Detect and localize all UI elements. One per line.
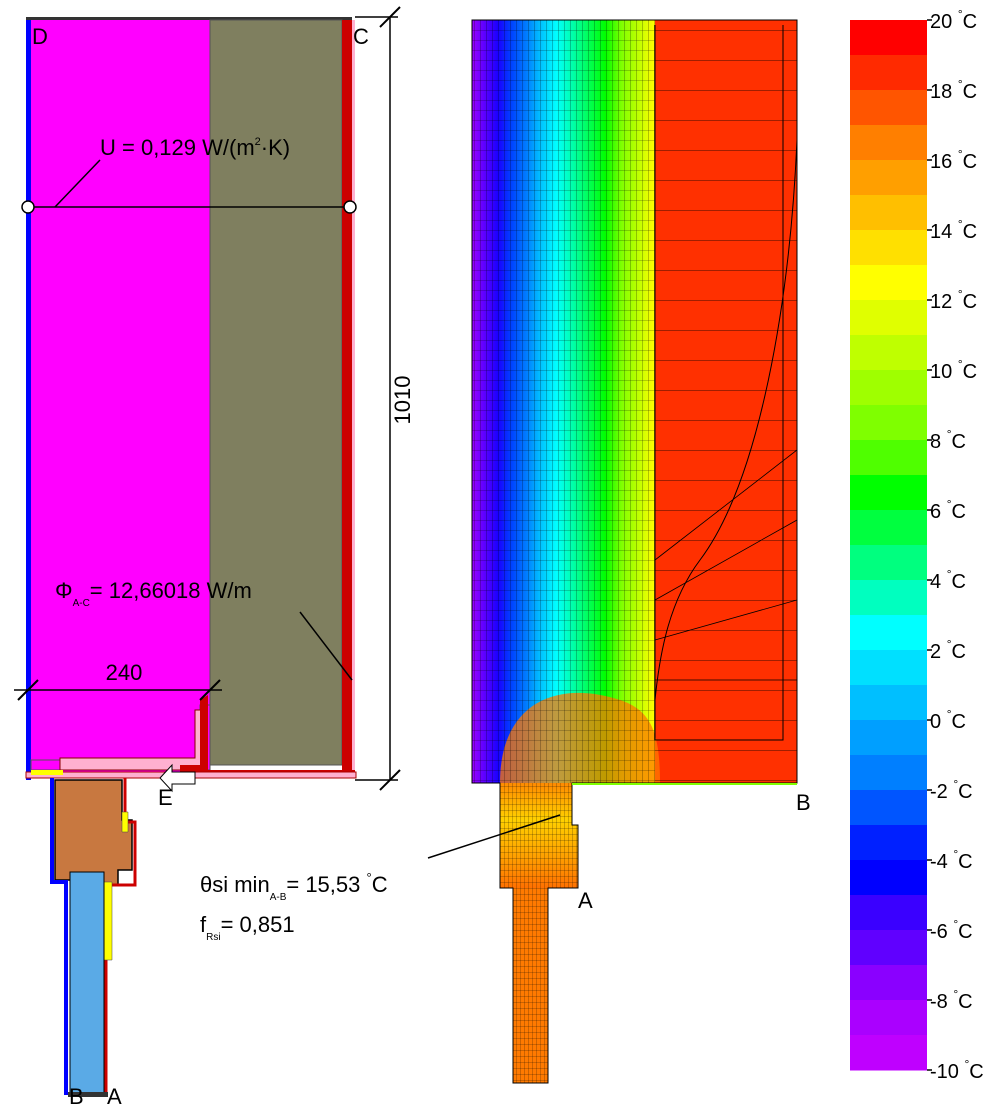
mesh-frame xyxy=(500,783,578,1083)
legend-band xyxy=(850,825,927,861)
legend-band xyxy=(850,685,927,721)
u-leader xyxy=(54,159,101,208)
legend-band xyxy=(850,265,927,301)
legend-band xyxy=(850,370,927,406)
legend-tick-label: -2 °C xyxy=(930,777,973,803)
legend-band xyxy=(850,90,927,126)
legend-band xyxy=(850,1000,927,1036)
label-A-left: A xyxy=(107,1084,122,1108)
flux-leader xyxy=(299,611,353,681)
inner-plaster xyxy=(342,20,352,778)
isotherm-curve-4 xyxy=(654,599,797,641)
legend-band xyxy=(850,965,927,1001)
frsi-label: fRsi= 0,851 xyxy=(200,912,295,943)
dim-width-label: 240 xyxy=(106,660,143,685)
legend-band xyxy=(850,720,927,756)
legend-band xyxy=(850,230,927,266)
legend-tick-label: 6 °C xyxy=(930,497,966,523)
legend-band xyxy=(850,790,927,826)
legend-band xyxy=(850,545,927,581)
legend-tick-label: 10 °C xyxy=(930,357,977,383)
u-value-label: U = 0,129 W/(m2·K) xyxy=(100,135,290,160)
legend-tick-label: -10 °C xyxy=(930,1057,984,1083)
legend-band xyxy=(850,440,927,476)
legend-tick-label: 18 °C xyxy=(930,77,977,103)
legend-tick-label: -4 °C xyxy=(930,847,973,873)
label-A-right: A xyxy=(578,888,593,913)
label-C: C xyxy=(353,24,369,49)
legend-tick-label: 2 °C xyxy=(930,637,966,663)
legend-band xyxy=(850,510,927,546)
flux-label: ΦA-C= 12,66018 W/m xyxy=(55,578,252,609)
glazing xyxy=(69,871,105,1095)
window-frame xyxy=(54,779,133,886)
cold-edge xyxy=(26,20,31,780)
thermal-field: B A θsi minA-B= 15,53 °C fRsi= 0,851 xyxy=(200,19,811,1084)
legend-band xyxy=(850,615,927,651)
legend-band xyxy=(850,405,927,441)
masonry-layer xyxy=(209,19,343,766)
legend-band xyxy=(850,1035,927,1071)
dim-height-tick-top xyxy=(379,6,401,28)
heat-flow-arrow xyxy=(159,763,196,793)
temperature-legend: 20 °C 18 °C 16 °C 14 °C 12 °C 10 °C 8 °C 6 °C 4 … xyxy=(850,7,984,1083)
inner-plaster-light xyxy=(352,20,355,778)
legend-band xyxy=(850,580,927,616)
legend-band xyxy=(850,20,927,56)
theta-label: θsi minA-B= 15,53 °C xyxy=(200,870,388,903)
legend-tick-labels: 20 °C 18 °C 16 °C 14 °C 12 °C 10 °C 8 °C 6 °C 4 … xyxy=(927,7,984,1083)
mesh-warm xyxy=(655,20,797,783)
legend-tick-label: 20 °C xyxy=(930,7,977,33)
legend-band xyxy=(850,895,927,931)
dim-width-tick-right xyxy=(199,679,221,701)
legend-band xyxy=(850,195,927,231)
u-point-left xyxy=(21,200,35,214)
legend-color-bands xyxy=(850,20,927,1071)
legend-tick-label: 16 °C xyxy=(930,147,977,173)
legend-band xyxy=(850,160,927,196)
legend-band xyxy=(850,755,927,791)
u-point-right xyxy=(343,200,357,214)
legend-band xyxy=(850,650,927,686)
legend-band xyxy=(850,475,927,511)
legend-tick-label: 14 °C xyxy=(930,217,977,243)
mesh-wall xyxy=(472,20,655,783)
legend-band xyxy=(850,930,927,966)
legend-tick-label: -8 °C xyxy=(930,987,973,1013)
isotherm-curve-2 xyxy=(654,449,797,561)
legend-tick-label: 8 °C xyxy=(930,427,966,453)
label-B-left: B xyxy=(69,1084,84,1108)
legend-band xyxy=(850,860,927,896)
dim-height-label: 1010 xyxy=(390,376,415,425)
legend-band xyxy=(850,300,927,336)
isotherm-curve-3 xyxy=(654,519,797,601)
legend-tick-label: -6 °C xyxy=(930,917,973,943)
yellow-strip xyxy=(31,770,63,775)
construction-detail: D C E B A U = 0,129 W/(m2·K) ΦA-C= 12,66… xyxy=(14,6,415,1108)
label-B-right: B xyxy=(796,790,811,815)
insulation-layer xyxy=(28,20,210,775)
legend-band xyxy=(850,335,927,371)
reveal-red xyxy=(180,695,355,778)
dim-height-tick-bottom xyxy=(379,769,401,791)
legend-band xyxy=(850,125,927,161)
theta-leader xyxy=(427,814,561,859)
top-cap xyxy=(26,17,352,21)
legend-band xyxy=(850,55,927,91)
dim-width-tick-left xyxy=(17,679,39,701)
legend-tick-label: 0 °C xyxy=(930,707,966,733)
inner-frame-outline xyxy=(654,25,784,741)
legend-tick-label: 4 °C xyxy=(930,567,966,593)
label-E: E xyxy=(158,785,173,810)
legend-tick-label: 12 °C xyxy=(930,287,977,313)
frame-blue-edge xyxy=(50,778,68,1095)
label-D: D xyxy=(32,24,48,49)
glazing-spacer xyxy=(68,1092,108,1097)
